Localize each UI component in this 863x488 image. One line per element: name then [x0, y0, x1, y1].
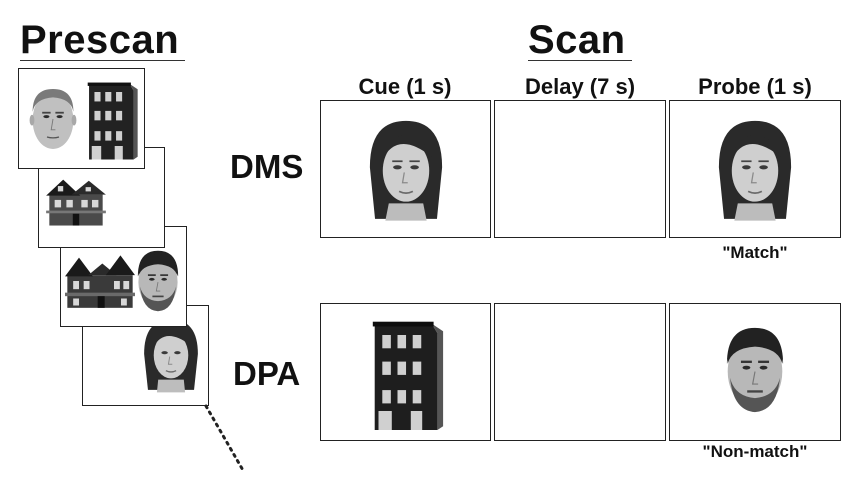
- victorian-house-image: [65, 255, 135, 308]
- prescan-heading: Prescan: [20, 18, 180, 62]
- female-face-image: [718, 120, 792, 221]
- dms-delay-frame: [494, 100, 666, 238]
- scan-heading-underline: [528, 60, 632, 61]
- column-label-probe: Probe (1 s): [698, 74, 812, 99]
- townhouse-image: [372, 321, 444, 430]
- townhouse-image: [87, 82, 138, 160]
- male-face-image: [137, 250, 179, 312]
- column-label-delay: Delay (7 s): [524, 74, 636, 99]
- dpa-probe-frame: [669, 303, 841, 441]
- male-face-image: [29, 89, 77, 149]
- male-face-image: [726, 327, 784, 413]
- dms-response-label: "Match": [722, 243, 788, 262]
- dpa-cue-frame: [320, 303, 491, 441]
- dms-cue-frame: [320, 100, 491, 238]
- row-label-dpa: DPA: [233, 355, 301, 392]
- row-label-dms: DMS: [230, 148, 304, 185]
- female-face-image: [369, 120, 443, 221]
- dms-probe-frame: [669, 100, 841, 238]
- scan-heading: Scan: [528, 18, 626, 62]
- dpa-response-label: "Non-match": [702, 442, 808, 461]
- female-face-image: [144, 319, 198, 393]
- prescan-heading-underline: [20, 60, 185, 61]
- victorian-house-image: [46, 179, 106, 226]
- dpa-delay-frame: [494, 303, 666, 441]
- column-label-cue: Cue (1 s): [358, 74, 452, 99]
- prescan-card-1: [18, 68, 145, 169]
